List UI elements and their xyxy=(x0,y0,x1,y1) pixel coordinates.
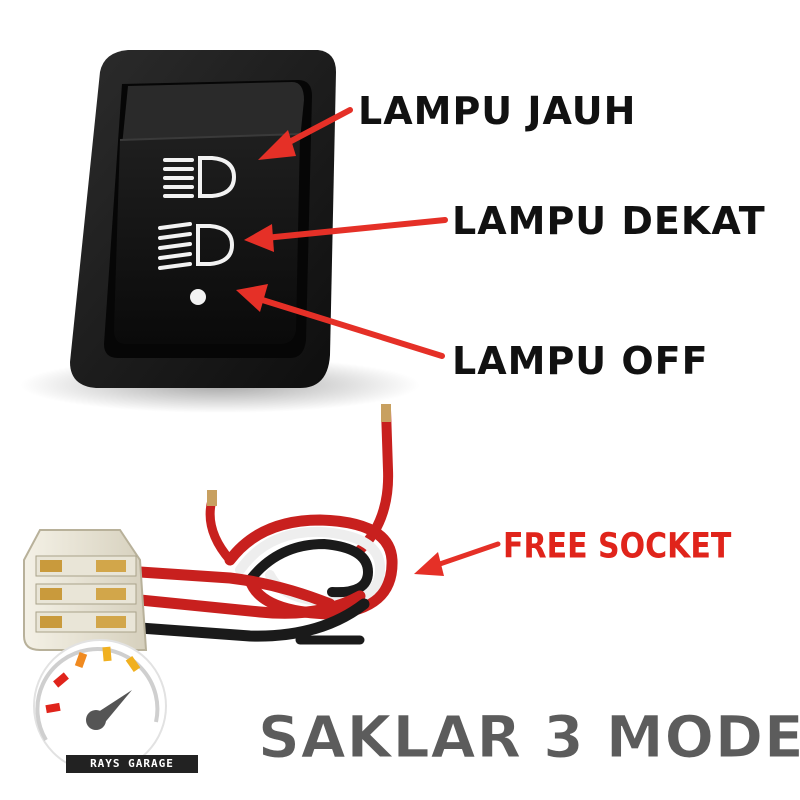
label-off: LAMPU OFF xyxy=(452,339,709,383)
off-dot-icon xyxy=(190,289,206,305)
arrow-high-beam xyxy=(258,107,353,160)
label-free-socket: FREE SOCKET xyxy=(503,526,732,567)
connector-socket xyxy=(23,529,148,651)
label-high-beam: LAMPU JAUH xyxy=(358,89,637,133)
brand-name: RAYS GARAGE xyxy=(90,757,174,770)
high-beam-headlight-icon xyxy=(163,156,237,198)
product-title: SAKLAR 3 MODE xyxy=(258,703,800,771)
low-beam-headlight-icon xyxy=(158,222,235,270)
label-low-beam: LAMPU DEKAT xyxy=(452,199,766,243)
wire-harness xyxy=(134,404,398,645)
speedometer-gauge-icon xyxy=(33,639,198,773)
arrow-free-socket xyxy=(414,541,501,576)
arrow-low-beam xyxy=(244,217,448,252)
arrow-off xyxy=(236,284,445,359)
